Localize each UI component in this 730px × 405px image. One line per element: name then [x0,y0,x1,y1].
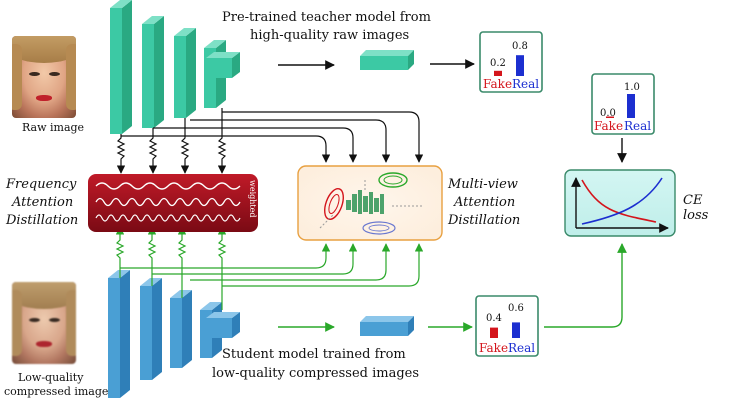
student-score-box: 0.4 0.6 Fake Real [475,295,539,357]
student-frequency-arrows [115,226,227,310]
student-real-label: Real [508,341,535,355]
raw-face-image [12,36,76,118]
target-real-label: Real [624,119,651,133]
target-fake-value: 0.0 [600,108,616,119]
weighted-label: weighted [248,180,257,217]
frequency-label-line2: Attention [12,195,74,210]
student-real-bar [512,322,520,338]
teacher-real-value: 0.8 [512,41,528,52]
multiview-label-line2: Attention [454,195,516,210]
teacher-frequency-arrows [116,108,227,174]
teacher-score-box: 0.2 0.8 Fake Real [479,31,543,93]
student-fake-bar [490,327,498,338]
student-to-loss-arrow [544,243,627,328]
multiview-label-line1: Multi-view [448,177,518,192]
student-feature-vector [360,316,414,336]
student-caption-line2: low-quality compressed images [212,366,420,381]
student-real-value: 0.6 [508,303,524,314]
target-score-box: 0.0 1.0 Fake Real [591,73,655,135]
teacher-feature-vector [360,50,414,70]
teacher-caption-line2: high-quality raw images [250,28,410,43]
ce-loss-label: CE loss [683,193,709,223]
ce-loss-box [564,169,676,237]
teacher-caption-line1: Pre-trained teacher model from [222,10,431,25]
target-fake-label: Fake [594,119,623,133]
compressed-face-image [12,282,76,364]
student-fake-label: Fake [479,341,508,355]
teacher-real-bar [516,55,524,76]
frequency-label-line3: Distillation [6,213,79,228]
multiview-attention-box [297,165,443,241]
target-fake-bar [606,116,614,118]
student-fake-value: 0.4 [486,313,502,324]
teacher-multiview-arrows [121,111,424,163]
student-caption-line1: Student model trained from [222,347,406,362]
compressed-image-label-line2: compressed image [4,385,109,398]
multiview-label-line3: Distillation [448,213,521,228]
frequency-attention-box: weighted [88,174,258,232]
teacher-real-label: Real [512,77,539,91]
raw-image-label: Raw image [22,121,85,134]
student-multiview-arrows [120,243,424,287]
frequency-label-line1: Frequency [6,177,77,192]
teacher-fake-label: Fake [483,77,512,91]
compressed-image-label-line1: Low-quality [18,371,84,384]
target-real-value: 1.0 [624,82,640,93]
target-real-bar [627,94,635,118]
student-network [108,270,240,398]
teacher-fake-bar [494,70,502,76]
teacher-fake-value: 0.2 [490,58,506,69]
teacher-network [110,0,240,134]
